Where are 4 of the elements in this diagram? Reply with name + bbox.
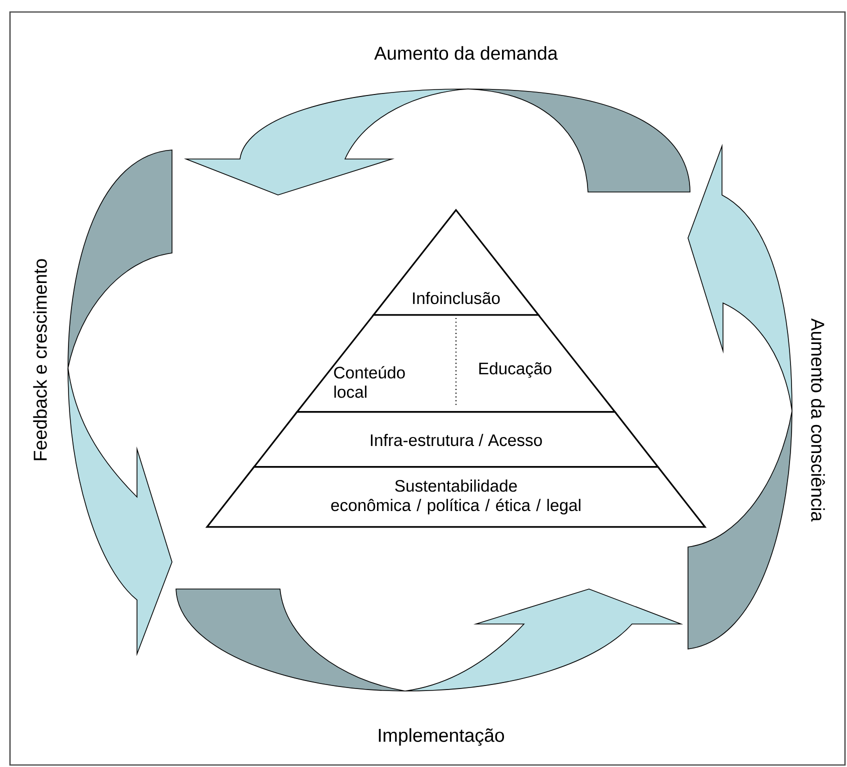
- cycle-label: Aumento da demanda: [374, 46, 558, 60]
- cycle-label: Implementação: [378, 728, 504, 746]
- cycle-label: Feedback e crescimento: [33, 259, 47, 460]
- cycle-label: Aumento da consciência: [811, 318, 825, 522]
